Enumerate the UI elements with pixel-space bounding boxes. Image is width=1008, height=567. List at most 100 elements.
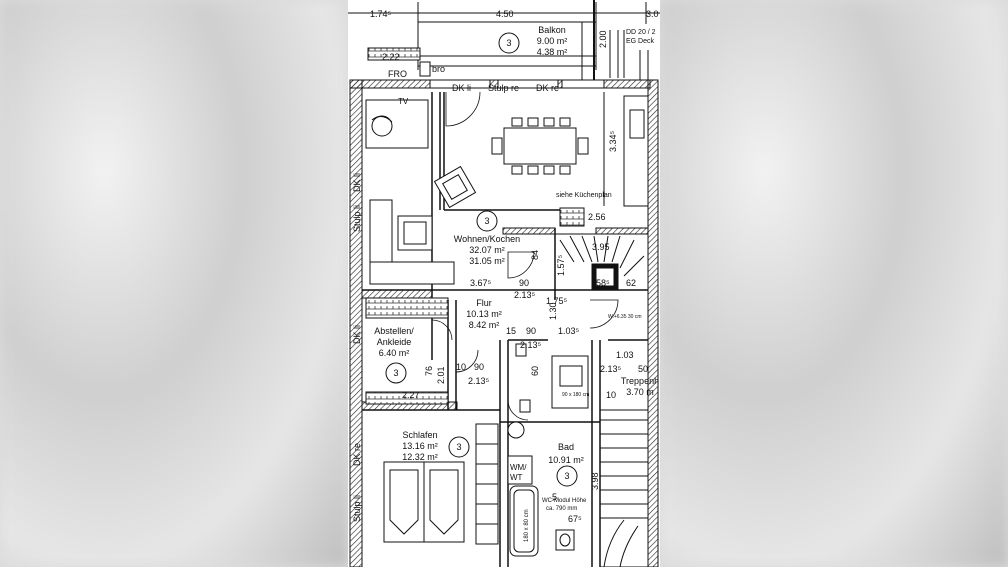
shaft xyxy=(515,343,527,357)
dim-90-a: 90 xyxy=(519,278,529,288)
dim-60: 60 xyxy=(530,366,540,376)
label-dk-li-left1: DK li xyxy=(352,173,362,192)
dim-90-b: 90 xyxy=(526,326,536,336)
room-balkon-name: Balkon xyxy=(538,25,566,35)
room-abstellen-num: 3 xyxy=(393,368,398,378)
room-number-circles xyxy=(385,32,578,487)
label-stulp-li-2: Stulp li xyxy=(352,495,362,522)
dim-157: 1.57⁵ xyxy=(556,254,566,276)
label-wm-wt-1: WM/ xyxy=(510,463,527,472)
room-flur-area1: 10.13 m² xyxy=(466,309,502,319)
room-schlafen-area1: 13.16 m² xyxy=(402,441,438,451)
balcony-area xyxy=(417,0,649,80)
label-dk-li-left2: DK li xyxy=(352,325,362,344)
dim-213-a: 2.13⁵ xyxy=(514,290,536,300)
dim-103: 1.03 xyxy=(616,350,634,360)
dim-10-b: 10 xyxy=(606,390,616,400)
door-swings xyxy=(431,91,619,421)
floor-plan: 1.74⁵ 4.50 3.0 2.22 2.00 3.34⁵ 2.56 3.67… xyxy=(348,0,660,567)
label-handwriting: W.+6.35 30 cm xyxy=(608,314,642,320)
dim-5: 5 xyxy=(552,492,557,502)
room-balkon-num: 3 xyxy=(506,38,511,48)
dim-living-w: 3.67⁵ xyxy=(470,278,492,288)
label-stulp-li-1: Stulp li xyxy=(352,205,362,232)
sofa xyxy=(369,199,455,285)
storage-shelf-lower xyxy=(365,391,449,405)
label-wc-note-1: WC-Modul Höhe xyxy=(542,498,587,504)
room-flur-name: Flur xyxy=(476,298,492,308)
label-stulp-re: Stulp re xyxy=(488,83,519,93)
room-treppe-name: Treppenh xyxy=(621,376,659,386)
room-bad-num: 3 xyxy=(564,471,569,481)
dim-67: 67⁵ xyxy=(568,514,582,524)
label-wm-wt-2: WT xyxy=(510,473,523,482)
dim-1035: 1.03⁵ xyxy=(558,326,580,336)
bathroom-fixtures xyxy=(507,355,589,557)
radiator xyxy=(559,207,585,227)
dim-62: 62 xyxy=(626,278,636,288)
dim-vert-a: 2.00 xyxy=(598,30,608,48)
room-flur-area2: 8.42 m² xyxy=(469,320,500,330)
room-wohnen-area1: 32.07 m² xyxy=(469,245,505,255)
shaft-lower xyxy=(519,399,531,413)
dining-table xyxy=(491,117,589,175)
stair-upper xyxy=(554,233,649,291)
blurred-background-right xyxy=(660,0,1008,567)
room-balkon-area2: 4.38 m² xyxy=(537,47,568,57)
dim-kitchen-h: 3.34⁵ xyxy=(608,130,618,152)
room-treppe-area1: 3.70 m xyxy=(626,387,654,397)
label-deck-2: EG Deck xyxy=(626,38,655,45)
room-schlafen-name: Schlafen xyxy=(402,430,437,440)
label-bro: bro xyxy=(432,64,445,74)
dim-10-a: 10 xyxy=(456,362,466,372)
dim-50: 50 xyxy=(638,364,648,374)
dim-398: 3.98 xyxy=(590,472,600,490)
dim-213-d: 2.13⁵ xyxy=(468,376,490,386)
room-bad-area1: 10.91 m² xyxy=(548,455,584,465)
room-abstellen-area1: 6.40 m² xyxy=(379,348,410,358)
label-tub: 180 x 80 cm xyxy=(524,509,530,542)
room-abstellen-name: Abstellen/ xyxy=(374,326,414,336)
label-tv: TV xyxy=(398,97,409,106)
room-wohnen-name: Wohnen/Kochen xyxy=(454,234,520,244)
dim-top-b: 4.50 xyxy=(496,9,514,19)
room-wohnen-num: 3 xyxy=(484,216,489,226)
wardrobe xyxy=(475,423,499,545)
top-windows xyxy=(429,79,605,89)
label-fro: FRO xyxy=(388,69,407,79)
armchair xyxy=(433,165,477,209)
dim-balcony-width: 2.22 xyxy=(382,52,400,62)
blurred-background-left xyxy=(0,0,348,567)
dim-130: 1.30 xyxy=(548,302,558,320)
stair-lower xyxy=(599,409,649,567)
dim-84: 84 xyxy=(530,250,540,260)
floor-plan-drawing: 1.74⁵ 4.50 3.0 2.22 2.00 3.34⁵ 2.56 3.67… xyxy=(348,0,660,567)
label-wc-note-2: ca. 790 mm xyxy=(546,506,577,512)
dim-227: 2.27 xyxy=(402,390,420,400)
room-abstellen-name2: Ankleide xyxy=(377,337,412,347)
room-bad-name: Bad xyxy=(558,442,574,452)
label-deck-1: DD 20 / 2 xyxy=(626,29,656,36)
dim-90-c: 90 xyxy=(474,362,484,372)
bed xyxy=(383,461,465,543)
kitchen-counter xyxy=(603,92,649,207)
tv-chair xyxy=(365,99,429,149)
dim-kitchen-w: 2.56 xyxy=(588,212,606,222)
dim-175: 1.75⁵ xyxy=(546,296,568,306)
balcony-post xyxy=(419,61,431,77)
room-schlafen-area2: 12.32 m² xyxy=(402,452,438,462)
label-kitchen-plan: siehe Küchenplan xyxy=(556,192,612,199)
storage-shelf xyxy=(365,297,449,319)
balcony-planter xyxy=(367,47,421,61)
label-dk-re-left: DK re xyxy=(352,443,362,466)
dim-213-c: 2.13⁵ xyxy=(600,364,622,374)
dim-top-c: 3.0 xyxy=(646,9,659,19)
dim-15: 15 xyxy=(506,326,516,336)
dim-395: 3.95 xyxy=(592,242,610,252)
label-dk-re-top: DK re xyxy=(536,83,559,93)
dim-58: 58⁵ xyxy=(596,278,610,288)
room-schlafen-num: 3 xyxy=(456,442,461,452)
dim-213-b: 2.13⁵ xyxy=(520,340,542,350)
dim-201: 2.01 xyxy=(436,366,446,384)
label-shower: 90 x 180 cm xyxy=(562,392,589,398)
